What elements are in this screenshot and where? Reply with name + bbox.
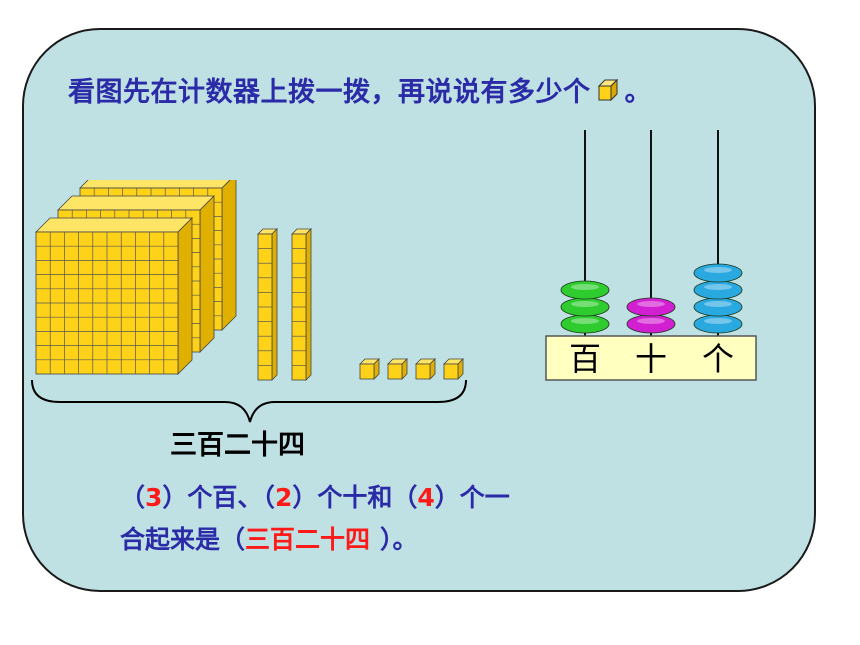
instruction-text: 看图先在计数器上拨一拨，再说说有多少个 。 <box>68 78 652 109</box>
instruction-period: 。 <box>624 77 652 108</box>
hundreds-blocks <box>35 180 237 375</box>
answer-text-ones: ）个一 <box>434 483 510 512</box>
spoken-number: 三百二十四 二 <box>170 430 305 462</box>
label-hundreds: 百 <box>569 340 601 378</box>
unit-cube <box>443 358 464 380</box>
spoken-number-text: 三百二十四 <box>170 430 305 461</box>
abacus-bead <box>693 297 743 317</box>
abacus-bead <box>626 314 676 334</box>
abacus-bead <box>560 297 610 317</box>
tens-rods <box>257 228 312 381</box>
abacus-bead <box>693 280 743 300</box>
label-ones: 个 <box>702 340 734 378</box>
unit-cube <box>387 358 408 380</box>
total-answer: 三百二十四 <box>245 525 371 554</box>
abacus-bead <box>560 314 610 334</box>
abacus-base <box>545 335 757 381</box>
answer-text-hundreds: ）个百、（ <box>162 483 275 512</box>
answer-line-1: （3）个百、（2）个十和（4）个一 <box>120 482 510 514</box>
answer-text-tens: ）个十和（ <box>292 483 418 512</box>
instruction-label: 看图先在计数器上拨一拨，再说说有多少个 <box>68 77 591 108</box>
answer-suffix: ）。 <box>380 525 418 554</box>
ones-answer: 4 <box>417 483 435 512</box>
spoken-number-overlay: 二 <box>224 430 251 461</box>
base-ten-blocks <box>31 180 467 423</box>
hundred-flat <box>35 217 193 375</box>
abacus-bead <box>560 280 610 300</box>
label-tens: 十 <box>635 340 667 378</box>
paren-open: （ <box>120 483 146 512</box>
unit-cube <box>415 358 436 380</box>
abacus-bead <box>626 297 676 317</box>
abacus-beads <box>560 263 743 334</box>
unit-cube <box>359 358 380 380</box>
ones-cubes <box>359 358 464 380</box>
grouping-brace <box>31 379 467 423</box>
counting-frame: 百 十 个 <box>545 130 757 381</box>
unit-cube-icon <box>597 78 619 109</box>
abacus-bead <box>693 314 743 334</box>
ten-rod <box>257 228 278 381</box>
answer-prefix: 合起来是（ <box>120 525 246 554</box>
abacus-bead <box>693 263 743 283</box>
tens-answer: 2 <box>274 483 293 512</box>
answer-line-2: 合起来是（三百二十四 ）。 <box>120 524 418 556</box>
ten-rod <box>291 228 312 381</box>
hundreds-answer: 3 <box>145 483 163 512</box>
